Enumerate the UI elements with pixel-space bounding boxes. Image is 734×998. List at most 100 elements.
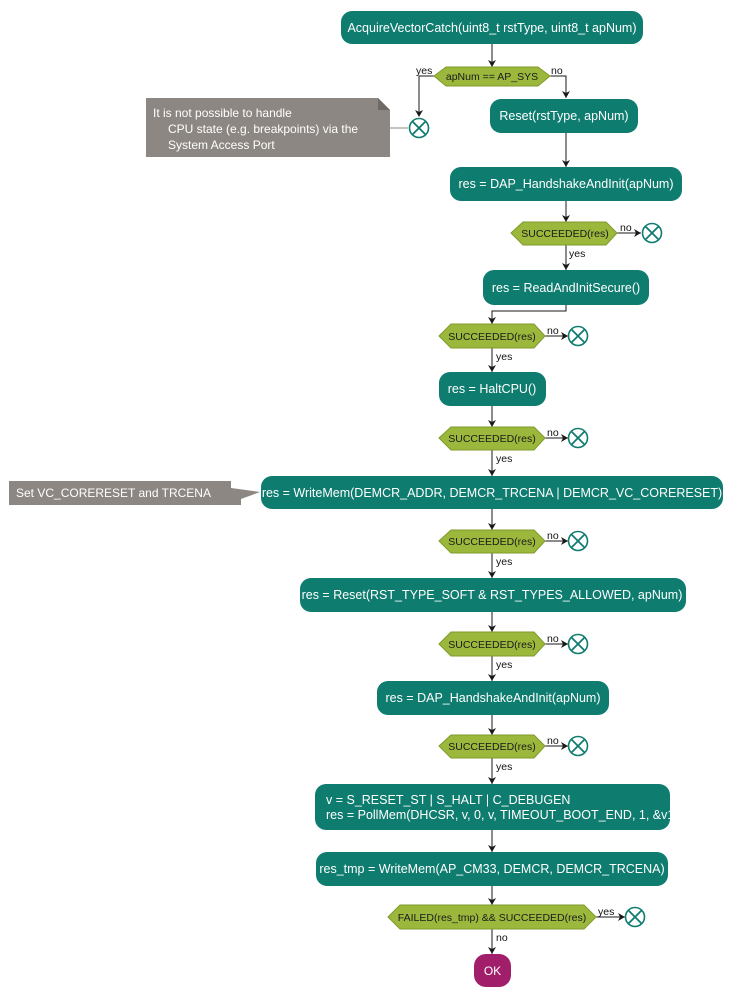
- note-line: CPU state (e.g. breakpoints) via the: [168, 122, 358, 136]
- activity-box: [315, 784, 670, 830]
- arrow-head: [561, 434, 568, 442]
- decision-label: apNum == AP_SYS: [446, 71, 538, 83]
- arrow-head: [488, 60, 496, 67]
- note-vc-corereset: Set VC_CORERESET and TRCENA: [9, 481, 260, 505]
- activity-label: Reset(rstType, apNum): [499, 109, 628, 123]
- decision-label: SUCCEEDED(res): [521, 228, 609, 240]
- arrow-head: [562, 160, 570, 167]
- activity-halt-cpu: res = HaltCPU(): [439, 372, 546, 406]
- decision-failed-res-tmp: FAILED(res_tmp) && SUCCEEDED(res): [387, 904, 597, 930]
- edge-label-no: no: [620, 222, 632, 234]
- decision-label: SUCCEEDED(res): [448, 536, 536, 548]
- decision-shape: [510, 221, 618, 246]
- arrow-head: [561, 332, 568, 340]
- decision-succeeded-1: SUCCEEDED(res): [510, 221, 618, 246]
- activity-box: [490, 99, 638, 133]
- arrow-head: [488, 674, 496, 681]
- end-ok: OK: [474, 954, 511, 987]
- terminate-icon: [641, 222, 663, 244]
- note-fold: [378, 98, 390, 110]
- decision-label: SUCCEEDED(res): [448, 639, 536, 651]
- edge-label-yes: yes: [569, 248, 585, 260]
- decision-label: SUCCEEDED(res): [448, 433, 536, 445]
- activity-label: res = Reset(RST_TYPE_SOFT & RST_TYPES_AL…: [302, 588, 683, 602]
- activity-poll-mem: v = S_RESET_ST | S_HALT | C_DEBUGEN res …: [315, 784, 679, 830]
- activity-box: [261, 476, 723, 509]
- arrow-head: [488, 317, 496, 324]
- arrow-head: [562, 91, 570, 98]
- edge-label-no: no: [547, 427, 559, 439]
- activity-reset: Reset(rstType, apNum): [490, 99, 638, 133]
- decision-succeeded-4: SUCCEEDED(res): [438, 529, 546, 554]
- end-box: [474, 954, 511, 987]
- arrow-head: [488, 625, 496, 632]
- edge-line: [550, 75, 567, 98]
- edge-label-yes: yes: [496, 351, 512, 363]
- note-ap-sys: It is not possible to handle CPU state (…: [146, 98, 390, 157]
- activity-dap-handshake-2: res = DAP_HandshakeAndInit(apNum): [377, 681, 609, 715]
- decision-shape: [438, 426, 546, 451]
- edge-label-yes: yes: [416, 65, 432, 77]
- note-box: [9, 481, 260, 505]
- activity-label: res = PollMem(DHCSR, v, 0, v, TIMEOUT_BO…: [326, 808, 679, 822]
- edge-labels: yes no no yes no yes no yes no yes no ye…: [416, 65, 632, 944]
- edge-label-yes: yes: [496, 761, 512, 773]
- terminate-icon: [567, 633, 589, 655]
- edge-label-no: no: [551, 65, 563, 77]
- note-box: [146, 98, 390, 157]
- arrow-head: [488, 523, 496, 530]
- activity-write-mem-cm33: res_tmp = WriteMem(AP_CM33, DEMCR, DEMCR…: [316, 852, 668, 886]
- activity-read-and-init-secure: res = ReadAndInitSecure(): [483, 270, 649, 305]
- terminate-icon: [624, 906, 646, 928]
- edge-label-no: no: [547, 530, 559, 542]
- arrow-head: [562, 215, 570, 222]
- arrow-head: [488, 947, 496, 954]
- arrow-heads: [415, 60, 641, 954]
- arrow-head: [488, 728, 496, 735]
- edge-label-no: no: [496, 932, 508, 944]
- arrow-head: [488, 469, 496, 476]
- note-line: System Access Port: [168, 138, 275, 152]
- terminate-icon: [567, 325, 589, 347]
- activity-label: res = DAP_HandshakeAndInit(apNum): [458, 177, 673, 191]
- activity-dap-handshake: res = DAP_HandshakeAndInit(apNum): [450, 167, 682, 201]
- edge-line: [418, 75, 434, 116]
- activity-box: [439, 372, 546, 406]
- arrow-head: [561, 742, 568, 750]
- decision-label: FAILED(res_tmp) && SUCCEEDED(res): [398, 912, 586, 924]
- activity-label: res = ReadAndInitSecure(): [492, 281, 640, 295]
- decision-label: SUCCEEDED(res): [448, 331, 536, 343]
- edge-label-yes: yes: [496, 453, 512, 465]
- end-label: OK: [484, 964, 501, 978]
- decision-label: SUCCEEDED(res): [448, 741, 536, 753]
- arrow-head: [488, 777, 496, 784]
- activity-box: [483, 270, 649, 305]
- arrow-head: [488, 571, 496, 578]
- decision-shape: [438, 323, 546, 349]
- arrow-head: [488, 420, 496, 427]
- decision-succeeded-3: SUCCEEDED(res): [438, 426, 546, 451]
- activity-label: res_tmp = WriteMem(AP_CM33, DEMCR, DEMCR…: [319, 862, 664, 876]
- arrow-head: [488, 365, 496, 372]
- edge-line: [491, 305, 567, 324]
- decision-shape: [387, 904, 597, 930]
- arrow-head: [488, 845, 496, 852]
- arrow-head: [415, 110, 423, 117]
- activity-label: res = DAP_HandshakeAndInit(apNum): [385, 691, 600, 705]
- arrow-head: [562, 263, 570, 270]
- decision-ap-sys: apNum == AP_SYS: [433, 66, 551, 87]
- activity-box: [341, 11, 643, 44]
- edge-label-yes: yes: [496, 659, 512, 671]
- activity-label: AcquireVectorCatch(uint8_t rstType, uint…: [347, 21, 636, 35]
- terminate-icon: [567, 427, 589, 449]
- activity-box: [377, 681, 609, 715]
- edge-label-no: no: [547, 325, 559, 337]
- activity-box: [316, 852, 668, 886]
- activity-box: [450, 167, 682, 201]
- arrow-head: [488, 898, 496, 905]
- activity-reset-soft: res = Reset(RST_TYPE_SOFT & RST_TYPES_AL…: [300, 578, 686, 612]
- note-line: It is not possible to handle: [153, 106, 292, 120]
- activity-write-mem-demcr: res = WriteMem(DEMCR_ADDR, DEMCR_TRCENA …: [261, 476, 723, 509]
- activity-label: res = WriteMem(DEMCR_ADDR, DEMCR_TRCENA …: [262, 486, 722, 500]
- edge-label-yes: yes: [598, 906, 614, 918]
